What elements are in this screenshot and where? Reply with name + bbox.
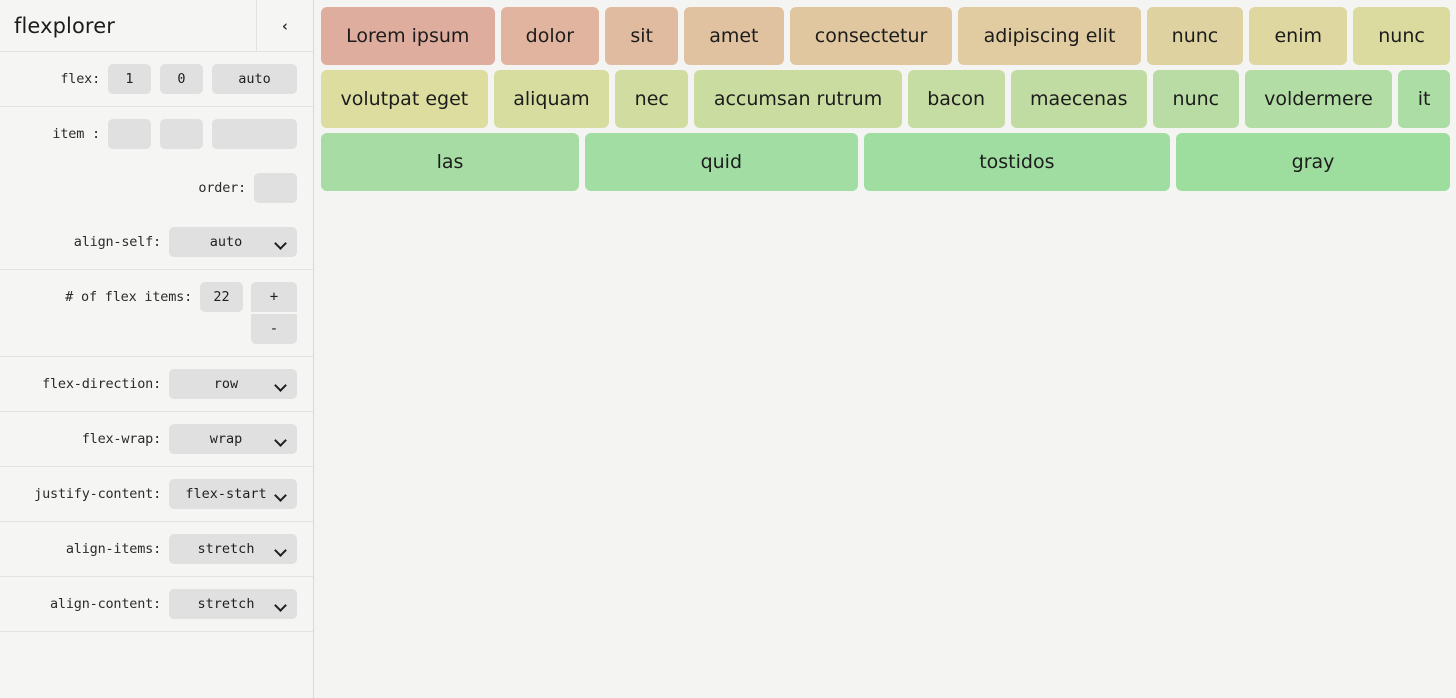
order-label: order: (198, 180, 246, 196)
align-items-label: align-items: (65, 541, 161, 557)
flex-item[interactable]: amet (684, 7, 784, 65)
align-self-select-wrap: auto (169, 227, 297, 257)
flex-item[interactable]: gray (1176, 133, 1451, 191)
align-content-select-wrap: stretch (169, 589, 297, 619)
align-self-row: align-self: auto (0, 215, 313, 270)
flex-item[interactable]: adipiscing elit (958, 7, 1141, 65)
flex-item[interactable]: nec (615, 70, 689, 128)
flex-item[interactable]: dolor (500, 7, 600, 65)
sidebar: flexplorer ‹ flex: item : order: (0, 0, 314, 698)
flex-item[interactable]: tostidos (863, 133, 1171, 191)
flex-direction-select-wrap: row (169, 369, 297, 399)
order-input[interactable] (254, 173, 297, 203)
align-items-select[interactable]: stretch (169, 534, 297, 564)
flex-basis-input[interactable] (212, 64, 297, 94)
flex-direction-label: flex-direction: (42, 376, 161, 392)
align-self-select[interactable]: auto (169, 227, 297, 257)
flex-item[interactable]: sit (605, 7, 679, 65)
flex-wrap-select-wrap: wrap (169, 424, 297, 454)
flex-wrap-row: flex-wrap: wrap (0, 412, 313, 467)
increment-items-button[interactable]: + (251, 282, 297, 312)
item-fields-row: item : (0, 107, 313, 161)
justify-content-row: justify-content: flex-start (0, 467, 313, 522)
flex-item[interactable]: consectetur (789, 7, 953, 65)
align-content-row: align-content: stretch (0, 577, 313, 632)
flex-item[interactable]: enim (1249, 7, 1348, 65)
sidebar-header: flexplorer ‹ (0, 0, 313, 52)
flex-label: flex: (60, 71, 100, 87)
justify-content-label: justify-content: (34, 486, 161, 502)
flex-wrap-label: flex-wrap: (81, 431, 161, 447)
align-self-label: align-self: (73, 234, 161, 250)
flex-item[interactable]: nunc (1353, 7, 1450, 65)
flex-direction-row: flex-direction: row (0, 357, 313, 412)
item-shrink-input[interactable] (160, 119, 203, 149)
flex-item[interactable]: accumsan rutrum (694, 70, 902, 128)
flex-item[interactable]: nunc (1146, 7, 1244, 65)
flex-shorthand-row: flex: (0, 52, 313, 107)
item-fields (108, 119, 297, 149)
flex-item[interactable]: nunc (1153, 70, 1239, 128)
flex-item[interactable]: maecenas (1010, 70, 1148, 128)
justify-content-select[interactable]: flex-start (169, 479, 297, 509)
flex-item[interactable]: it (1398, 70, 1450, 128)
item-label: item : (52, 126, 100, 142)
flex-item[interactable]: Lorem ipsum (321, 7, 495, 65)
item-count-label: # of flex items: (65, 289, 192, 305)
flex-item[interactable]: voldermere (1244, 70, 1393, 128)
flex-item[interactable]: volutpat eget (321, 70, 488, 128)
flex-shrink-input[interactable] (160, 64, 203, 94)
align-content-select[interactable]: stretch (169, 589, 297, 619)
align-items-select-wrap: stretch (169, 534, 297, 564)
flex-fields (108, 64, 297, 94)
flex-item[interactable]: las (321, 133, 579, 191)
flex-grow-input[interactable] (108, 64, 151, 94)
align-content-label: align-content: (50, 596, 161, 612)
flex-item[interactable]: quid (585, 133, 858, 191)
app-title: flexplorer (14, 13, 115, 38)
align-items-row: align-items: stretch (0, 522, 313, 577)
flex-wrap-select[interactable]: wrap (169, 424, 297, 454)
order-row: order: (0, 161, 313, 215)
flex-item[interactable]: bacon (907, 70, 1005, 128)
justify-content-select-wrap: flex-start (169, 479, 297, 509)
flex-direction-select[interactable]: row (169, 369, 297, 399)
flex-item[interactable]: aliquam (493, 70, 610, 128)
item-count-stepper: + - (251, 282, 297, 344)
item-count-row: # of flex items: + - (0, 270, 313, 357)
chevron-left-icon[interactable]: ‹ (256, 0, 313, 51)
item-count-input[interactable] (200, 282, 243, 312)
item-grow-input[interactable] (108, 119, 151, 149)
decrement-items-button[interactable]: - (251, 314, 297, 344)
item-basis-input[interactable] (212, 119, 297, 149)
